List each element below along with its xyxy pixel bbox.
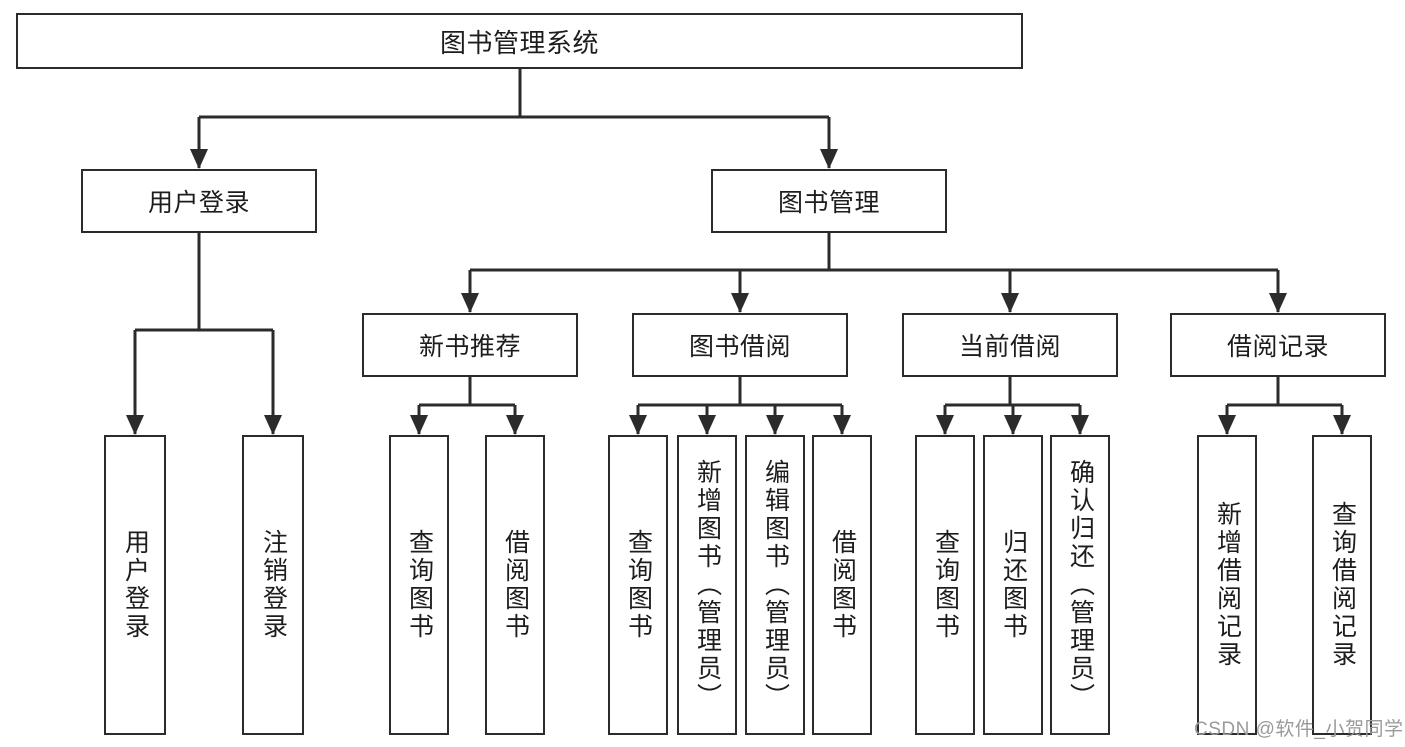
- watermark-label: CSDN @软件_小贺同学: [1194, 719, 1404, 740]
- node-label: 查询图书: [405, 529, 434, 641]
- node-label: 借阅图书: [828, 529, 857, 641]
- node-label: 新增借阅记录: [1213, 501, 1242, 669]
- node-leaf-return-book[interactable]: 归还图书: [983, 435, 1043, 735]
- node-leaf-query-book-recommend[interactable]: 查询图书: [389, 435, 449, 735]
- node-root[interactable]: 图书管理系统: [16, 13, 1023, 69]
- node-label: 查询图书: [624, 529, 653, 641]
- arrow-head-icon: [1333, 415, 1351, 435]
- node-new-book-recommend[interactable]: 新书推荐: [362, 313, 578, 377]
- node-leaf-query-borrow-record[interactable]: 查询借阅记录: [1312, 435, 1372, 735]
- arrow-head-icon: [506, 415, 524, 435]
- node-label: 编辑图书（管理员）: [761, 459, 790, 711]
- arrow-head-icon: [629, 415, 647, 435]
- node-label: 新书推荐: [418, 333, 521, 361]
- node-leaf-add-borrow-record[interactable]: 新增借阅记录: [1197, 435, 1257, 735]
- node-leaf-query-book[interactable]: 查询图书: [608, 435, 668, 735]
- arrow-head-icon: [936, 415, 954, 435]
- node-leaf-borrow-book[interactable]: 借阅图书: [812, 435, 872, 735]
- arrow-head-icon: [820, 149, 838, 169]
- node-label: 查询借阅记录: [1328, 501, 1357, 669]
- node-current-borrow[interactable]: 当前借阅: [902, 313, 1118, 377]
- node-label: 注销登录: [259, 529, 288, 641]
- arrow-head-icon: [698, 415, 716, 435]
- arrow-head-icon: [126, 415, 144, 435]
- arrow-head-icon: [731, 293, 749, 313]
- arrow-head-icon: [1004, 415, 1022, 435]
- node-book-borrow[interactable]: 图书借阅: [632, 313, 848, 377]
- node-leaf-edit-book[interactable]: 编辑图书（管理员）: [745, 435, 805, 735]
- arrow-head-icon: [410, 415, 428, 435]
- node-label: 确认归还（管理员）: [1066, 459, 1095, 711]
- arrow-head-icon: [1269, 293, 1287, 313]
- arrow-head-icon: [1071, 415, 1089, 435]
- arrow-head-icon: [461, 293, 479, 313]
- node-leaf-borrow-book-recommend[interactable]: 借阅图书: [485, 435, 545, 735]
- arrow-head-icon: [766, 415, 784, 435]
- node-label: 借阅图书: [501, 529, 530, 641]
- node-label: 归还图书: [999, 529, 1028, 641]
- node-book-manage[interactable]: 图书管理: [711, 169, 947, 233]
- node-leaf-confirm-return[interactable]: 确认归还（管理员）: [1050, 435, 1110, 735]
- arrow-head-icon: [1218, 415, 1236, 435]
- node-label: 借阅记录: [1226, 333, 1329, 361]
- node-label: 查询图书: [931, 529, 960, 641]
- arrow-head-icon: [833, 415, 851, 435]
- arrow-head-icon: [190, 149, 208, 169]
- node-label: 用户登录: [121, 529, 150, 641]
- node-leaf-query-book-current[interactable]: 查询图书: [915, 435, 975, 735]
- node-label: 新增图书（管理员）: [693, 459, 722, 711]
- node-label: 图书管理系统: [439, 27, 599, 58]
- node-label: 图书管理: [777, 189, 880, 217]
- node-borrow-record[interactable]: 借阅记录: [1170, 313, 1386, 377]
- node-label: 当前借阅: [958, 333, 1061, 361]
- node-leaf-user-login[interactable]: 用户登录: [104, 435, 166, 735]
- node-user-login[interactable]: 用户登录: [81, 169, 317, 233]
- node-label: 图书借阅: [688, 333, 791, 361]
- node-leaf-add-book[interactable]: 新增图书（管理员）: [677, 435, 737, 735]
- arrow-head-icon: [1001, 293, 1019, 313]
- node-leaf-logout[interactable]: 注销登录: [242, 435, 304, 735]
- node-label: 用户登录: [147, 189, 250, 217]
- arrow-head-icon: [264, 415, 282, 435]
